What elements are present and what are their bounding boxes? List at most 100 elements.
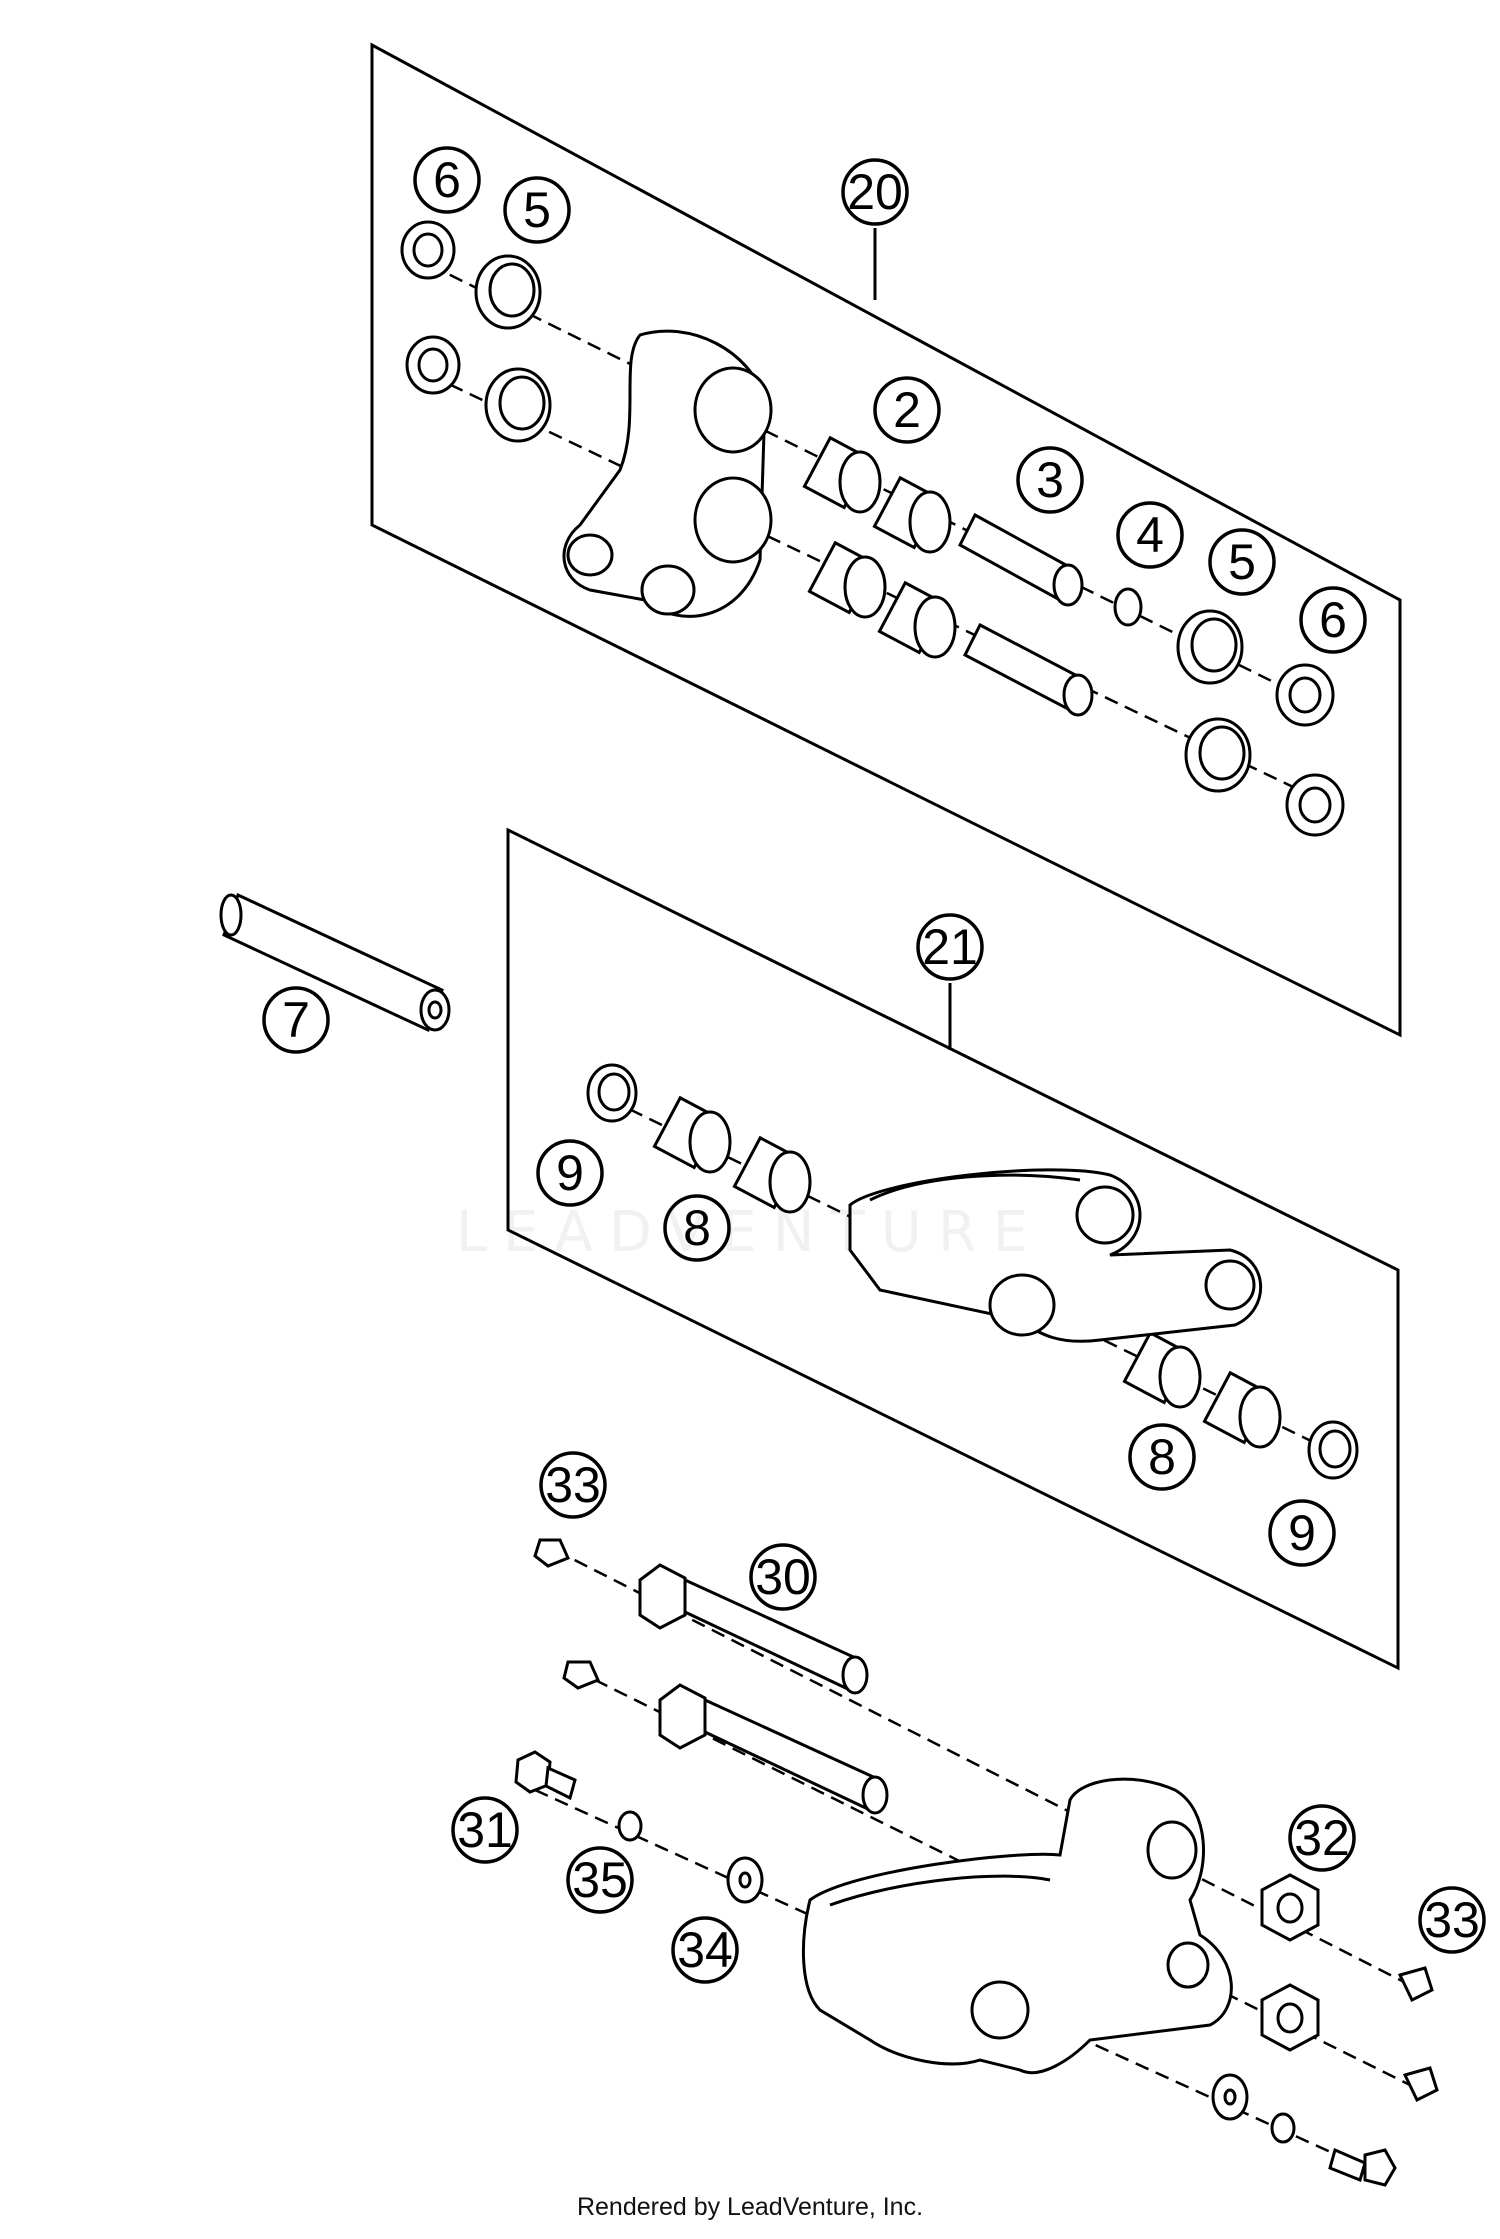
callout-circle	[1208, 528, 1276, 596]
swingarm-linkage	[802, 1777, 1233, 2075]
callout-circle	[1016, 446, 1084, 514]
callout-32: 32	[1288, 1804, 1356, 1872]
washer-34-lower-right	[1211, 2073, 1249, 2121]
callout-label: 31	[457, 1802, 513, 1858]
o-ring-4	[1113, 587, 1143, 627]
callout-9: 9	[536, 1139, 604, 1207]
footer-credit: Rendered by LeadVenture, Inc.	[576, 2193, 924, 2221]
callout-label: 8	[1148, 1429, 1176, 1485]
callout-21: 21	[916, 913, 984, 981]
callout-label: 33	[1424, 1892, 1480, 1948]
bolt-30-upper	[638, 1563, 869, 1695]
callout-label: 3	[1036, 452, 1064, 508]
callout-label: 35	[572, 1852, 628, 1908]
linkage-arm-21	[848, 1168, 1263, 1343]
seal-5-upper-right	[1176, 609, 1244, 685]
callout-circle	[536, 1139, 604, 1207]
callout-8: 8	[663, 1194, 731, 1262]
callout-label: 32	[1294, 1810, 1350, 1866]
seal-5-lower-right	[1184, 717, 1252, 793]
callout-30: 30	[749, 1543, 817, 1611]
callout-circle	[841, 158, 909, 226]
callout-2: 2	[873, 376, 941, 444]
callout-circle	[671, 1916, 739, 1984]
bushing-8-left-a	[652, 1095, 732, 1174]
bushing-8-right-b	[1202, 1370, 1282, 1449]
bolt-30-lower	[658, 1683, 889, 1815]
bushing-8-right-a	[1122, 1330, 1202, 1409]
cap-nut-33-left-lower	[562, 1660, 601, 1690]
callout-circle	[566, 1846, 634, 1914]
callout-5: 5	[1208, 528, 1276, 596]
callout-8: 8	[1128, 1423, 1196, 1491]
callout-33: 33	[539, 1451, 607, 1519]
bushing-2-upper-b	[872, 475, 952, 554]
callout-label: 9	[556, 1145, 584, 1201]
bolt-31	[514, 1750, 577, 1801]
callout-circle	[1116, 501, 1184, 569]
ring-9-right	[1307, 1420, 1359, 1480]
callout-7: 7	[262, 986, 330, 1054]
washer-35-lower-right	[1270, 2112, 1296, 2144]
bushing-2-lower-b	[877, 580, 957, 659]
callout-circle	[1268, 1499, 1336, 1567]
pin-7	[219, 892, 451, 1033]
bolt-31-lower-right	[1328, 2147, 1397, 2187]
callout-label: 8	[683, 1200, 711, 1256]
cap-nut-33-right-lower	[1402, 2066, 1439, 2103]
callout-label: 33	[545, 1457, 601, 1513]
callout-31: 31	[451, 1796, 519, 1864]
sleeve-3-upper	[958, 512, 1084, 607]
callout-5: 5	[503, 176, 571, 244]
callout-34: 34	[671, 1916, 739, 1984]
nut-32-lower	[1260, 1983, 1320, 2052]
callout-circle	[749, 1543, 817, 1611]
assembly-20-panel	[370, 42, 1402, 1038]
callout-6: 6	[413, 146, 481, 214]
callout-circle	[503, 176, 571, 244]
callout-circle	[1299, 586, 1367, 654]
nut-32-upper	[1260, 1873, 1320, 1942]
callout-3: 3	[1016, 446, 1084, 514]
bearing-6-upper-right	[1275, 663, 1335, 727]
callout-circle	[1128, 1423, 1196, 1491]
callout-label: 34	[677, 1922, 733, 1978]
callout-label: 2	[893, 382, 921, 438]
callout-6: 6	[1299, 586, 1367, 654]
bushing-8-left-b	[732, 1135, 812, 1214]
assembly-21-panel	[506, 827, 1400, 1671]
watermark-text: LEADVENTURE	[455, 1200, 1045, 1265]
bearing-6-upper-left	[400, 220, 456, 280]
callout-label: 20	[847, 164, 903, 220]
callout-circle	[916, 913, 984, 981]
callout-circle	[451, 1796, 519, 1864]
callout-circle	[873, 376, 941, 444]
bearing-6-lower-left	[405, 335, 461, 395]
bearing-6-lower-right	[1285, 773, 1345, 837]
callout-label: 6	[1319, 592, 1347, 648]
callout-circle	[1288, 1804, 1356, 1872]
cap-nut-33-left-upper	[533, 1538, 571, 1568]
seal-5-upper-left	[474, 254, 542, 330]
callout-33: 33	[1418, 1886, 1486, 1954]
callout-label: 5	[523, 182, 551, 238]
callout-20: 20	[841, 158, 909, 226]
cap-nut-33-right-upper	[1397, 1966, 1434, 2003]
callout-4: 4	[1116, 501, 1184, 569]
washer-35	[617, 1810, 643, 1842]
ring-9-left	[586, 1063, 638, 1123]
callout-label: 9	[1288, 1505, 1316, 1561]
callout-label: 5	[1228, 534, 1256, 590]
callout-circle	[1418, 1886, 1486, 1954]
bushing-2-upper-a	[802, 435, 882, 514]
callout-label: 30	[755, 1549, 811, 1605]
lever-body	[562, 329, 773, 618]
callout-label: 4	[1136, 507, 1164, 563]
washer-34	[726, 1856, 764, 1904]
bushing-2-lower-a	[807, 540, 887, 619]
callout-circle	[262, 986, 330, 1054]
callout-label: 6	[433, 152, 461, 208]
callout-circle	[663, 1194, 731, 1262]
